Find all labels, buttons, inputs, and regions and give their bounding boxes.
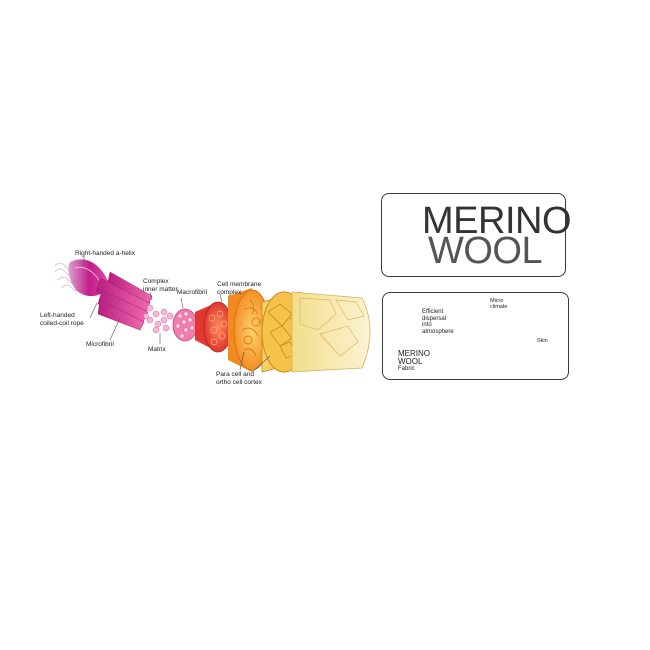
microclimate-box (382, 292, 569, 380)
label-fabric-wool: WOOL (398, 357, 423, 366)
label-para-ortho-cortex: Para cell and ortho cell cortex (216, 371, 262, 386)
title-line-wool: WOOL (428, 230, 543, 272)
label-right-handed-helix: Right-handed a-helix (75, 250, 135, 257)
label-fabric-merino: MERINO (398, 349, 430, 358)
label-macrofibril: Macrofibril (177, 289, 207, 296)
label-matrix: Matrix (148, 346, 166, 353)
label-micro-climate: Micro climate (490, 298, 508, 310)
title-line-merino: MERINO (422, 200, 572, 242)
fiber-leader-lines (83, 256, 271, 373)
macrofibril-disc (172, 308, 198, 342)
label-microfibril: Microfibril (86, 341, 114, 348)
cuticle-cylinder (291, 291, 371, 373)
label-left-handed-rope: Left-handed coiled-coil rope (40, 312, 84, 327)
label-cell-membrane-complex: Cell membrane complex (217, 281, 262, 296)
cortical-cell-red (195, 301, 233, 353)
label-skin: Skin (537, 338, 548, 344)
microfibril-ropes (95, 271, 153, 331)
label-efficient-dispersal: Efficient dispersal into atmosphere (422, 309, 454, 335)
matrix-dots (143, 304, 174, 334)
merino-wool-title-box: MERINO WOOL (381, 193, 572, 277)
label-complex-inner-matter: Complex inner matter (143, 278, 178, 293)
cortical-cell-orange (228, 288, 271, 372)
label-fabric: Fabric (398, 366, 415, 372)
